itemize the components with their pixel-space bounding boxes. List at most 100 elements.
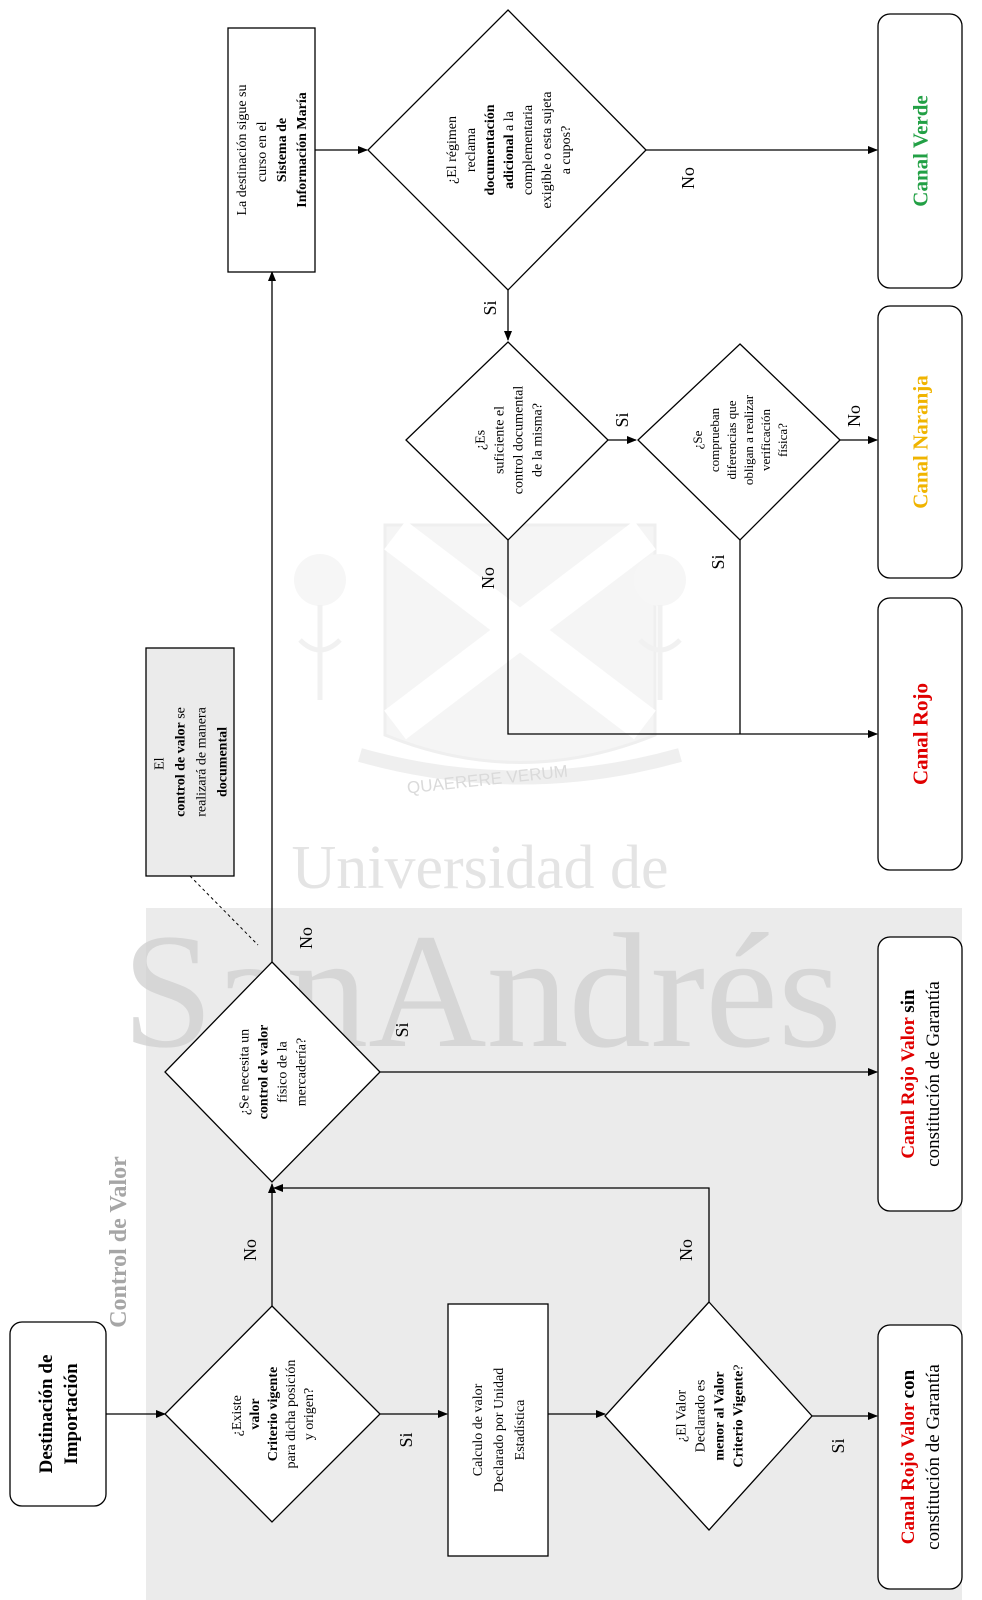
q2-label-segment: ?: [731, 1364, 746, 1370]
out_rvc-label-segment: constitución de Garantía: [923, 1364, 944, 1550]
q4-label-segment: a cupos?: [559, 126, 574, 175]
q6-label-segment: ¿Se: [690, 430, 705, 449]
q4-label-segment: exigible o esta sujeta: [540, 91, 555, 209]
sim-label-segment: curso en el: [255, 118, 270, 182]
note-label-segment: control de valor: [173, 722, 188, 817]
canal-rojo-box: [877, 597, 963, 871]
q4-label-segment: documentación: [483, 104, 498, 195]
sim-label-segment: Sistema de: [275, 118, 290, 182]
note-label-segment: El: [152, 754, 167, 770]
sim-label-segment: La destinación sigue su: [235, 84, 250, 215]
decision-control-documental-label: ¿Es suficiente el control documental de la …: [473, 386, 545, 495]
q2-no-label: No: [676, 1239, 696, 1261]
out_rvc-label-segment: con: [898, 1369, 919, 1403]
q2-yes-label: Si: [828, 1438, 848, 1453]
sistema-maria-box: [227, 27, 316, 273]
watermark-crest: [294, 520, 686, 785]
note-box: [145, 647, 235, 877]
calculo-valor-box: [447, 1303, 549, 1557]
q4-label-segment: reclama: [464, 127, 479, 172]
q2-label-segment: Criterio Vigente: [731, 1371, 746, 1468]
q5-label-segment: control documental: [511, 386, 526, 495]
out_verde-label-segment: Canal Verde: [908, 95, 932, 206]
canal-verde-box: [877, 13, 963, 289]
q6-label-segment: física?: [775, 423, 790, 457]
q5-label-segment: suficiente el: [492, 406, 507, 474]
q5-label-segment: ¿Es: [473, 430, 488, 450]
canal-rojo-valor-sin-garantia-box: [877, 936, 963, 1212]
q4-label-segment: complementaria: [521, 104, 536, 195]
calc-label-segment: Calculo de valor: [471, 1383, 486, 1476]
q6-label-segment: diferencias que: [724, 400, 739, 479]
q3-no-label: No: [296, 927, 316, 949]
canal-rojo-valor-con-garantia-box: [877, 1324, 963, 1590]
q2-label-segment: menor al Valor: [712, 1371, 727, 1460]
calc-label-segment: Declarado por Unidad: [492, 1368, 507, 1492]
start-label-segment: Importación: [61, 1363, 82, 1465]
decision-control-documental-diamond: [405, 341, 609, 541]
note-label-segment: se: [173, 707, 188, 722]
decision-valor-menor-diamond: [604, 1301, 813, 1531]
decision-valor-criterio-diamond: [164, 1305, 381, 1523]
out_rvs-label-segment: sin: [898, 989, 919, 1017]
q1-label-segment: ¿Existe: [230, 1392, 245, 1437]
q3-label-segment: ¿Se necesita un: [237, 1029, 252, 1115]
q5-yes-label: Si: [612, 412, 632, 427]
q3-yes-label: Si: [392, 1022, 412, 1037]
q1-label-segment: y origen?: [302, 1388, 317, 1440]
q6-label-segment: comprueban: [707, 407, 722, 472]
q3-label-segment: físico de la: [275, 1041, 290, 1103]
out_rojo-label-segment: Canal Rojo: [908, 683, 932, 785]
decision-valor-menor-label: ¿El Valor Declarado es menor al Valor Crite…: [674, 1364, 746, 1467]
q2-label-segment: Declarado es: [693, 1380, 708, 1453]
decision-control-fisico-label: ¿Se necesita un control de valor físico de…: [237, 1025, 309, 1120]
decision-documentacion-adicional-diamond: [367, 9, 647, 291]
calculo-valor-label: Calculo de valor Declarado por Unidad Esta…: [471, 1368, 528, 1492]
q1-label-segment: para dicha posición: [284, 1360, 299, 1469]
connectors: [106, 146, 878, 1420]
q5-no-label: No: [478, 567, 498, 589]
note-label-segment: realizará de manera: [194, 706, 209, 816]
sim-label-segment: Información María: [295, 92, 310, 207]
q4-label-segment: adicional: [502, 134, 517, 189]
q1-yes-label: Si: [396, 1432, 416, 1447]
section-label: Control de Valor: [106, 1156, 132, 1328]
q1-label-segment: valor: [248, 1398, 263, 1429]
q4-yes-label: Si: [480, 300, 500, 315]
out_naranja-label-segment: Canal Naranja: [908, 375, 932, 509]
decision-control-fisico-diamond: [164, 961, 381, 1183]
decision-documentacion-adicional-label: ¿El régimen reclama documentación adicional…: [445, 91, 574, 209]
canal-naranja-box: [877, 305, 963, 579]
q6-no-label: No: [844, 405, 864, 427]
start-box: [9, 1321, 107, 1507]
decision-diferencias-diamond: [637, 343, 841, 541]
q6-label-segment: obligan a realizar: [741, 394, 756, 485]
q4-no-label: No: [678, 167, 698, 189]
q5-label-segment: de la misma?: [530, 403, 545, 477]
canal-naranja-label: Canal Naranja: [908, 375, 932, 509]
calc-label-segment: Estadística: [513, 1399, 528, 1460]
q3-label-segment: control de valor: [256, 1025, 271, 1120]
q4-label-segment: ¿El régimen: [445, 116, 460, 184]
sistema-maria-label: La destinación sigue su curso en el Siste…: [235, 84, 310, 215]
canal-rojo-label: Canal Rojo: [908, 683, 932, 785]
q6-yes-label: Si: [708, 554, 728, 569]
note-label: El control de valor se realizará de maner…: [152, 706, 230, 816]
canal-verde-label: Canal Verde: [908, 95, 932, 206]
q1-no-label: No: [240, 1239, 260, 1261]
out_rvs-label-segment: constitución de Garantía: [923, 981, 944, 1167]
note-label-segment: documental: [215, 727, 230, 797]
out_rvs-label-segment: Canal Rojo Valor: [898, 1017, 919, 1159]
q6-label-segment: verificación: [758, 408, 773, 471]
out_rvc-label-segment: Canal Rojo Valor: [898, 1402, 919, 1544]
q3-label-segment: mercadería?: [294, 1038, 309, 1106]
watermark-line1: Universidad de: [291, 834, 668, 902]
start-label-segment: Destinación de: [36, 1355, 57, 1474]
q2-label-segment: ¿El Valor: [674, 1390, 689, 1443]
